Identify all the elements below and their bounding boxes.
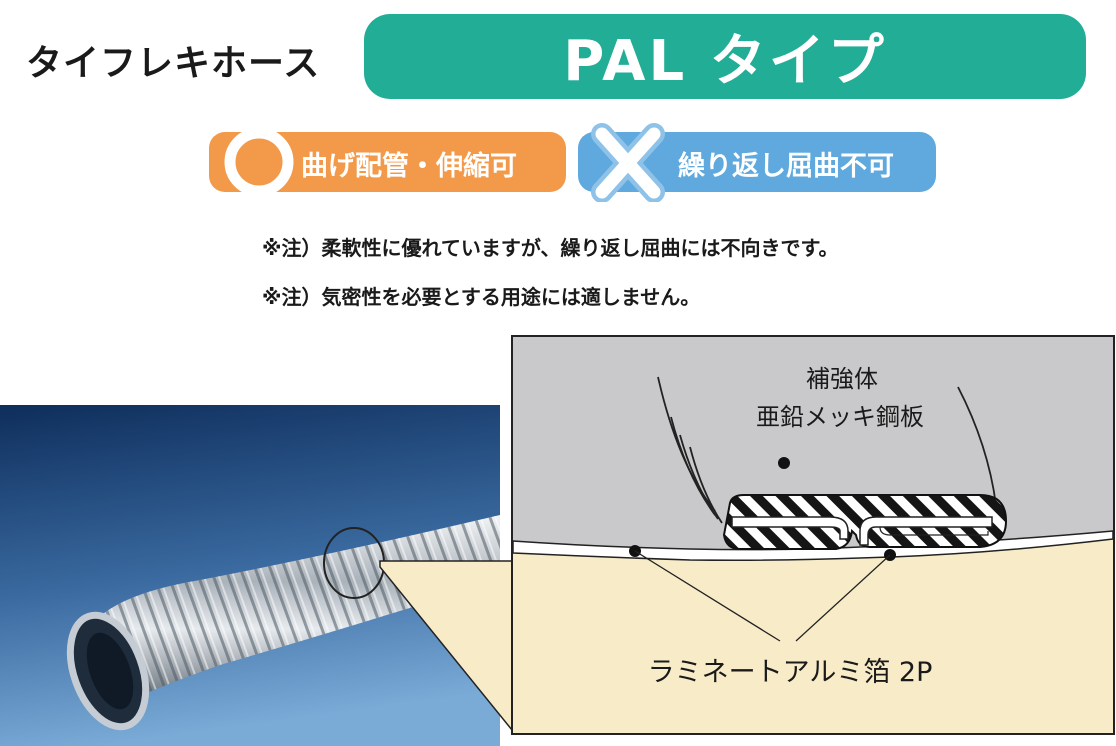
product-name: タイフレキホース xyxy=(26,43,321,84)
type-banner: PAL タイプ xyxy=(364,14,1086,99)
circle-ok-icon xyxy=(224,127,294,197)
laminate-strip xyxy=(512,530,1114,561)
note-flexibility: ※注）柔軟性に優れていますが、繰り返し屈曲には不向きです。 xyxy=(262,236,839,260)
laminate-label: ラミネートアルミ箔 2P xyxy=(648,657,933,688)
reinforcement-label-1: 補強体 xyxy=(806,365,878,393)
cross-section-diagram: 補強体 亜鉛メッキ鋼板 ラミネートアルミ箔 2P xyxy=(379,335,1115,735)
reinforcement-label-2: 亜鉛メッキ鋼板 xyxy=(756,403,924,431)
callout-wedge xyxy=(379,560,513,733)
badge-allowed-label: 曲げ配管・伸縮可 xyxy=(301,151,517,182)
note-airtightness: ※注）気密性を必要とする用途には適しません。 xyxy=(262,285,701,309)
cross-ng-icon xyxy=(591,123,665,202)
badge-repeat-bending-not-allowed: 繰り返し屈曲不可 xyxy=(578,123,936,202)
badge-bending-allowed: 曲げ配管・伸縮可 xyxy=(209,127,566,197)
type-title: PAL タイプ xyxy=(563,29,887,94)
badge-not-allowed-label: 繰り返し屈曲不可 xyxy=(678,151,894,182)
reinforcement-pointer-dot xyxy=(778,457,790,469)
